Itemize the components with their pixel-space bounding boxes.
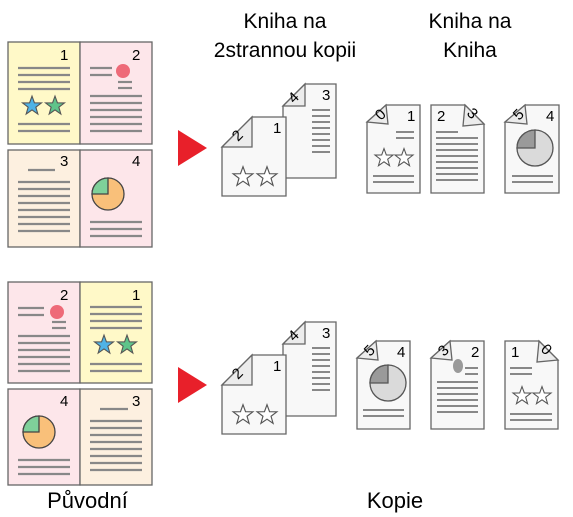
- page-number: 2: [437, 108, 445, 125]
- copy-label: Kopie: [366, 488, 424, 513]
- original-label: Původní: [47, 488, 128, 513]
- page-number: 2: [60, 287, 68, 304]
- book-to-book-label: Kniha na Kniha: [395, 7, 545, 65]
- page-number: 4: [132, 153, 140, 170]
- original-page-1: [7, 41, 81, 145]
- page-number: 1: [511, 344, 519, 361]
- arrow-right-icon: [178, 130, 207, 166]
- book-to-duplex-label: Kniha na 2strannou kopii: [190, 7, 380, 65]
- page-number: 1: [273, 120, 281, 137]
- page-number: 2: [471, 344, 479, 361]
- original-page-2: [7, 281, 81, 384]
- book-to-book-label-line2: Kniha: [443, 39, 497, 62]
- bottom-duplex-copy: [220, 320, 337, 435]
- page-number: 1: [132, 287, 140, 304]
- dot-icon: [116, 64, 130, 78]
- page-number: 4: [60, 393, 68, 410]
- original-page-3: [7, 149, 81, 248]
- page-number: 3: [322, 87, 330, 104]
- book-to-duplex-label-line2: 2strannou kopii: [213, 39, 357, 62]
- bottom-original-book: [7, 281, 153, 486]
- top-original-book: [7, 41, 153, 248]
- arrow-right-icon: [178, 367, 207, 403]
- page-number: 2: [132, 47, 140, 64]
- page-number: 3: [132, 393, 140, 410]
- dot-icon: [50, 305, 64, 319]
- dot-icon: [453, 359, 463, 373]
- page-number: 1: [273, 358, 281, 375]
- page-number: 4: [546, 108, 554, 125]
- bottom-book-copies: [355, 339, 560, 430]
- top-book-copies: [365, 103, 560, 194]
- top-duplex-copy: [220, 82, 337, 197]
- page-number: 3: [322, 325, 330, 342]
- page-number: 3: [60, 153, 68, 170]
- book-to-book-label-line1: Kniha na: [428, 10, 512, 33]
- page-number: 1: [60, 47, 68, 64]
- page-number: 1: [407, 108, 415, 125]
- book-to-duplex-label-line1: Kniha na: [243, 10, 327, 33]
- original-page-1: [79, 281, 153, 384]
- page-number: 4: [397, 344, 405, 361]
- original-page-2: [79, 41, 153, 145]
